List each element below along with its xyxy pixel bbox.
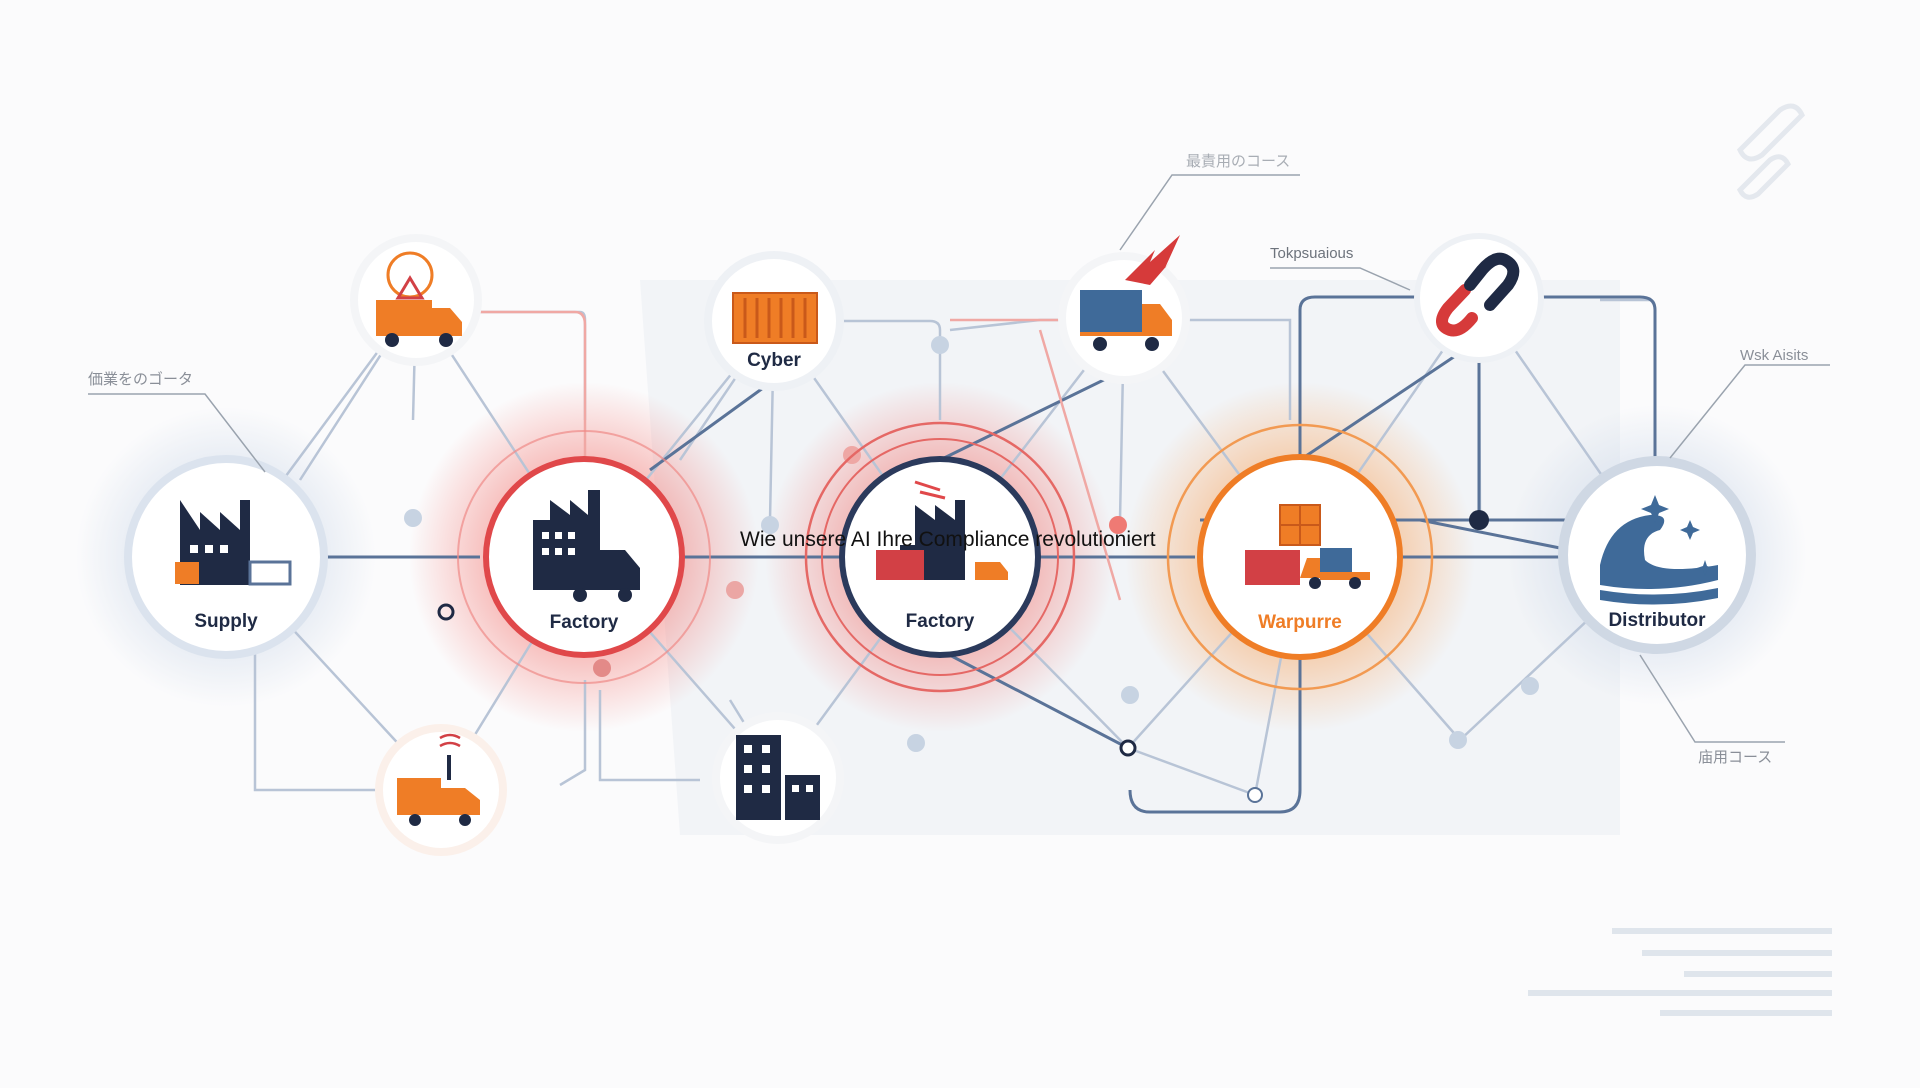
junction-dots — [404, 336, 1539, 803]
node-label-supply: Supply — [194, 611, 258, 632]
truck-container-icon — [397, 733, 480, 826]
decorative-chain-icon — [1736, 103, 1806, 200]
annotation-label: 最責用のコース — [1186, 153, 1291, 170]
node-label-warehouse: Warpurre — [1258, 612, 1342, 633]
warehouse-truck-icon — [1245, 504, 1370, 589]
distributor-node — [1558, 456, 1756, 654]
chain-link-icon — [1436, 252, 1520, 337]
factory-truck-icon — [533, 490, 640, 602]
leader-lines — [88, 174, 1830, 743]
node-label-cyber: Cyber — [747, 350, 801, 371]
annotation-label: 庙用コース — [1698, 749, 1773, 766]
wave-icon — [1600, 495, 1718, 605]
page-title: Wie unsere AI Ihre Compliance revolution… — [740, 528, 1156, 551]
node-label-distributor: Distributor — [1608, 610, 1706, 631]
annotation-label: 価業をのゴータ — [88, 371, 194, 388]
container-icon — [732, 292, 818, 344]
building-icon — [736, 735, 820, 820]
annotation-label: Wsk Aisits — [1740, 347, 1809, 364]
annotation-label: Tokpsuaious — [1270, 245, 1354, 262]
truck-alert-icon — [376, 251, 462, 347]
truck-lightning-icon — [1080, 235, 1180, 351]
decorative-bars — [1528, 928, 1832, 1016]
supply-factory-icon — [175, 500, 292, 586]
node-label-factory: Factory — [905, 611, 975, 632]
factory-container-icon — [876, 480, 1008, 580]
node-label-factory: Factory — [549, 612, 619, 633]
